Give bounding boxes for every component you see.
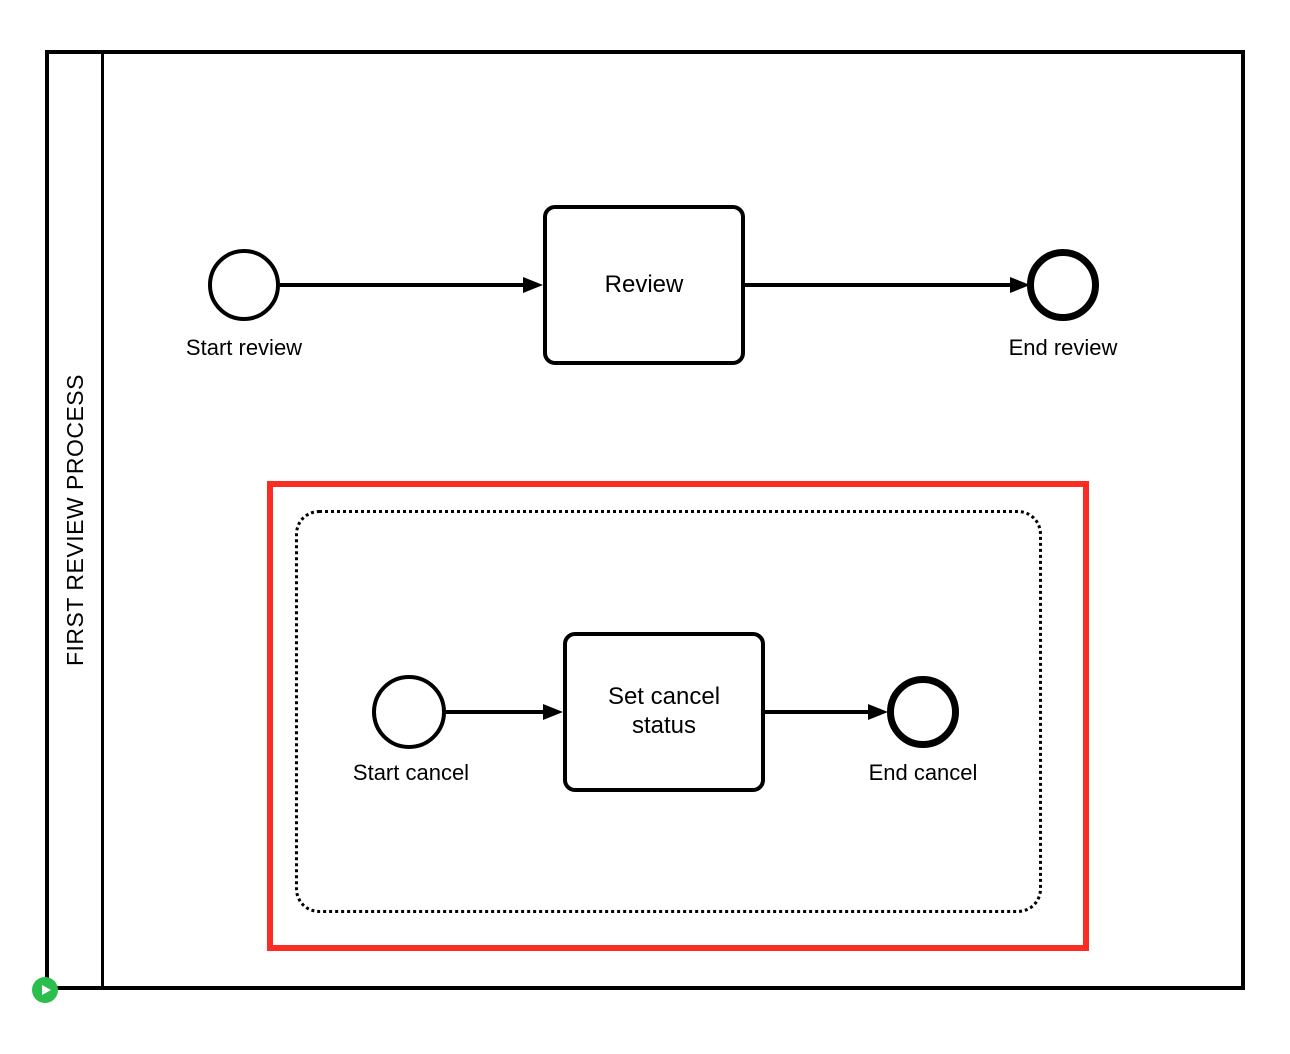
start-event-review[interactable] — [208, 249, 280, 321]
flow-line — [280, 283, 523, 287]
play-triangle-icon — [41, 985, 51, 995]
flow-line — [765, 710, 868, 714]
end-event-cancel-label: End cancel — [868, 760, 978, 785]
selection-outline — [267, 481, 1089, 951]
sequence-flow-task-to-endcancel[interactable] — [765, 703, 888, 721]
flow-line — [446, 710, 543, 714]
lane-label: FIRST REVIEW PROCESS — [61, 373, 88, 666]
flow-line — [745, 283, 1010, 287]
end-event-review-label: End review — [1008, 335, 1118, 360]
start-event-review-label: Start review — [185, 335, 303, 360]
sequence-flow-startcancel-to-task[interactable] — [446, 703, 563, 721]
play-icon[interactable] — [32, 977, 58, 1003]
start-event-cancel-label: Start cancel — [352, 760, 470, 785]
arrowhead-icon — [523, 277, 543, 293]
event-subprocess-cancel[interactable] — [295, 510, 1042, 913]
arrowhead-icon — [543, 704, 563, 720]
sequence-flow-review-to-end[interactable] — [745, 276, 1030, 294]
task-set-cancel-status[interactable]: Set cancel status — [563, 632, 765, 792]
end-event-review[interactable] — [1027, 249, 1099, 321]
arrowhead-icon — [1010, 277, 1030, 293]
start-event-cancel[interactable] — [372, 675, 446, 749]
arrowhead-icon — [868, 704, 888, 720]
sequence-flow-start-to-review[interactable] — [280, 276, 543, 294]
end-event-cancel[interactable] — [887, 676, 959, 748]
task-set-cancel-status-label: Set cancel status — [607, 683, 721, 739]
task-review[interactable]: Review — [543, 205, 745, 365]
task-review-label: Review — [604, 270, 684, 298]
lane-header[interactable]: FIRST REVIEW PROCESS — [49, 54, 104, 986]
